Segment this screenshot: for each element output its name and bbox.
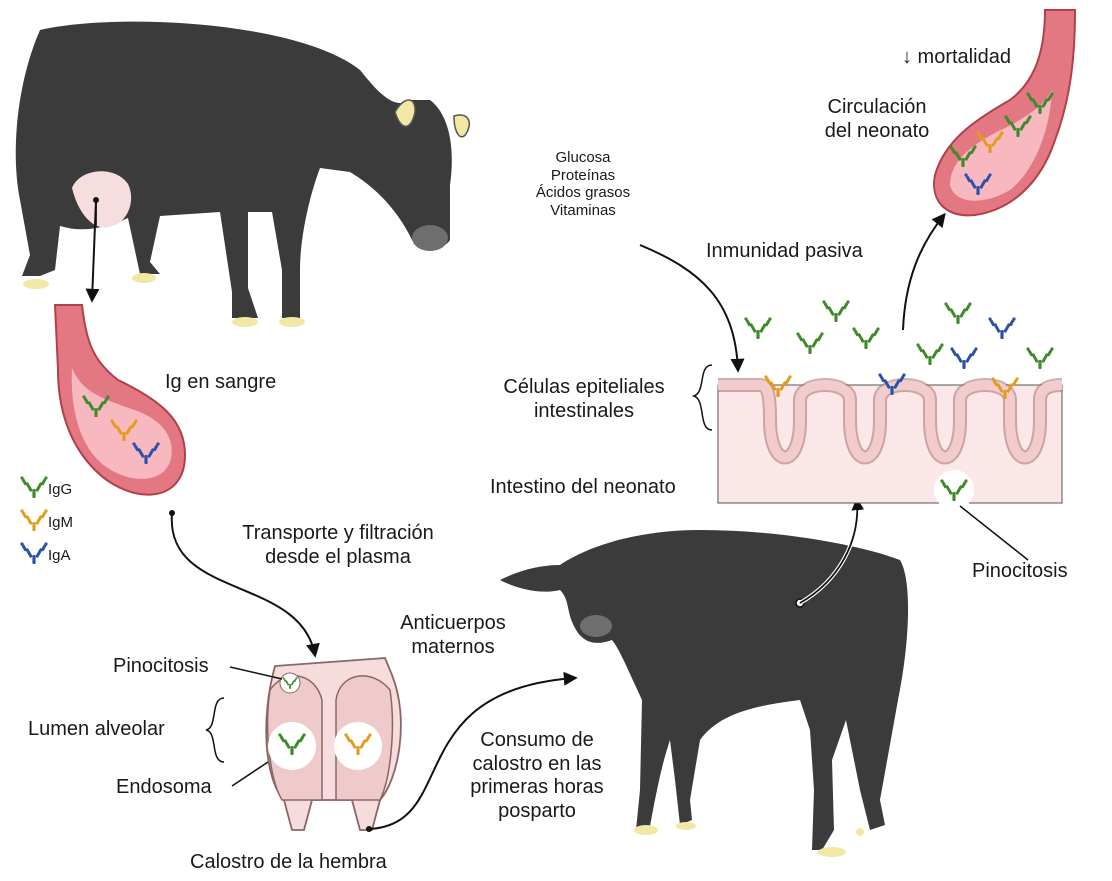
pinocytosis-right-label: Pinocitosis (972, 560, 1068, 584)
mortality-label: ↓ mortalidad (902, 46, 1011, 70)
female-colostrum-label: Calostro de la hembra (190, 851, 387, 875)
mammary-alveolus (206, 658, 401, 830)
legend-iga: IgA (22, 542, 71, 568)
endosome-label: Endosoma (116, 776, 212, 800)
passive-immunity-label: Inmunidad pasiva (706, 240, 863, 264)
alveolar-lumen-label: Lumen alveolar (28, 718, 165, 742)
neonate-intestine-label: Intestino del neonato (490, 476, 676, 500)
epithelial-brace (694, 365, 712, 430)
pinocytosis-left-label: Pinocitosis (113, 655, 209, 679)
legend-igg: IgG (22, 476, 72, 502)
ig-blood-label: Ig en sangre (165, 371, 276, 395)
cow-illustration (16, 22, 469, 327)
nutrients-arrow (640, 245, 738, 370)
maternal-blood-vessel (55, 305, 185, 495)
neonate-intestine (694, 365, 1062, 560)
lumen-brace (206, 698, 224, 762)
colostrum-intake-label: Consumo de calostro en las primeras hora… (452, 729, 622, 823)
transport-label: Transporte y filtración desde el plasma (216, 522, 460, 569)
nutrients-list: Glucosa Proteínas Ácidos grasos Vitamina… (528, 149, 638, 220)
epithelial-cells-label: Células epiteliales intestinales (484, 376, 684, 423)
passive-immunity-arrow (903, 215, 944, 330)
legend-igm: IgM (22, 509, 73, 535)
circulation-label: Circulación del neonato (812, 96, 942, 143)
neonate-blood-vessel (934, 10, 1075, 215)
maternal-antibodies-label: Anticuerpos maternos (388, 612, 518, 659)
